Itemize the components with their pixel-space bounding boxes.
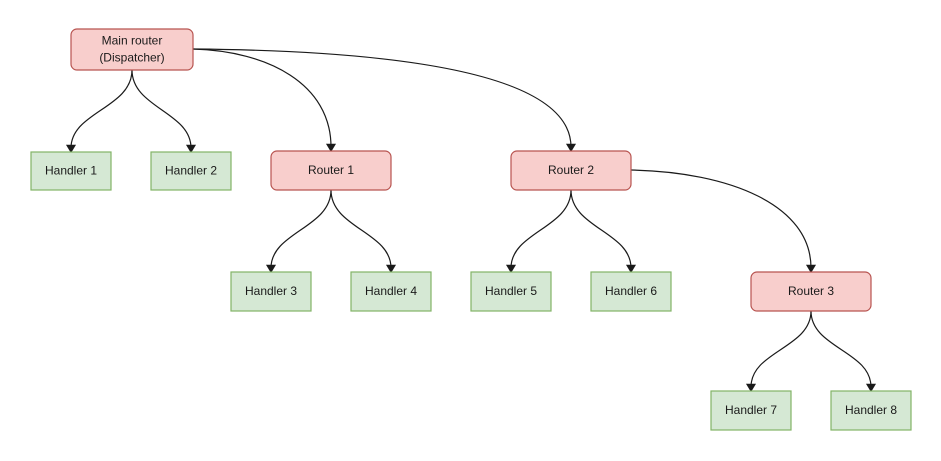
- arrowhead-icon: [745, 383, 757, 393]
- handler-8-shape: [830, 390, 912, 431]
- main-router-shape: [70, 28, 194, 71]
- handler-4-shape: [350, 271, 432, 312]
- edge-router-3-to-handler-8[interactable]: [810, 310, 877, 393]
- arrowhead-icon: [325, 143, 337, 153]
- edge-line: [750, 310, 812, 388]
- edge-main-router-to-router-1[interactable]: [192, 48, 337, 153]
- arrowhead-icon: [265, 264, 277, 274]
- node-router-2[interactable]: Router 2: [510, 150, 632, 191]
- edge-line: [270, 189, 332, 269]
- handler-5-shape: [470, 271, 552, 312]
- edge-router-1-to-handler-3[interactable]: [265, 189, 332, 274]
- edge-router-2-to-handler-5[interactable]: [505, 189, 572, 274]
- handler-2-shape: [150, 151, 232, 191]
- handler-1-shape: [30, 151, 112, 191]
- arrowhead-icon: [625, 264, 637, 274]
- node-handler-2[interactable]: Handler 2: [150, 151, 232, 191]
- handler-3-shape: [230, 271, 312, 312]
- edge-line: [570, 189, 632, 269]
- edge-main-router-to-handler-1[interactable]: [65, 69, 133, 154]
- edge-line: [131, 69, 192, 149]
- handler-6-shape: [590, 271, 672, 312]
- edge-router-1-to-handler-4[interactable]: [330, 189, 397, 274]
- arrowhead-icon: [65, 144, 77, 154]
- edge-line: [810, 310, 872, 388]
- handler-7-shape: [710, 390, 792, 431]
- edge-line: [70, 69, 133, 149]
- arrowhead-icon: [185, 144, 197, 154]
- arrowhead-icon: [805, 264, 817, 274]
- node-handler-5[interactable]: Handler 5: [470, 271, 552, 312]
- nodes-layer: Main router(Dispatcher) Handler 1 Handler …: [30, 28, 912, 431]
- node-handler-1[interactable]: Handler 1: [30, 151, 112, 191]
- router-1-shape: [270, 150, 392, 191]
- edge-router-3-to-handler-7[interactable]: [745, 310, 812, 393]
- node-main-router[interactable]: Main router(Dispatcher): [70, 28, 194, 71]
- edge-router-2-to-router-3[interactable]: [630, 169, 817, 274]
- node-handler-4[interactable]: Handler 4: [350, 271, 432, 312]
- node-router-3[interactable]: Router 3: [750, 271, 872, 312]
- node-handler-8[interactable]: Handler 8: [830, 390, 912, 431]
- arrowhead-icon: [565, 143, 577, 153]
- edges-layer: [65, 48, 877, 393]
- router-3-shape: [750, 271, 872, 312]
- node-handler-3[interactable]: Handler 3: [230, 271, 312, 312]
- edge-main-router-to-router-2[interactable]: [192, 48, 577, 153]
- edge-line: [630, 169, 812, 269]
- edge-line: [510, 189, 572, 269]
- arrowhead-icon: [505, 264, 517, 274]
- edge-main-router-to-handler-2[interactable]: [131, 69, 197, 154]
- router-2-shape: [510, 150, 632, 191]
- node-handler-6[interactable]: Handler 6: [590, 271, 672, 312]
- edge-line: [330, 189, 392, 269]
- edge-line: [192, 48, 572, 148]
- edge-line: [192, 48, 332, 148]
- arrowhead-icon: [865, 383, 877, 393]
- edge-router-2-to-handler-6[interactable]: [570, 189, 637, 274]
- arrowhead-icon: [385, 264, 397, 274]
- node-handler-7[interactable]: Handler 7: [710, 390, 792, 431]
- node-router-1[interactable]: Router 1: [270, 150, 392, 191]
